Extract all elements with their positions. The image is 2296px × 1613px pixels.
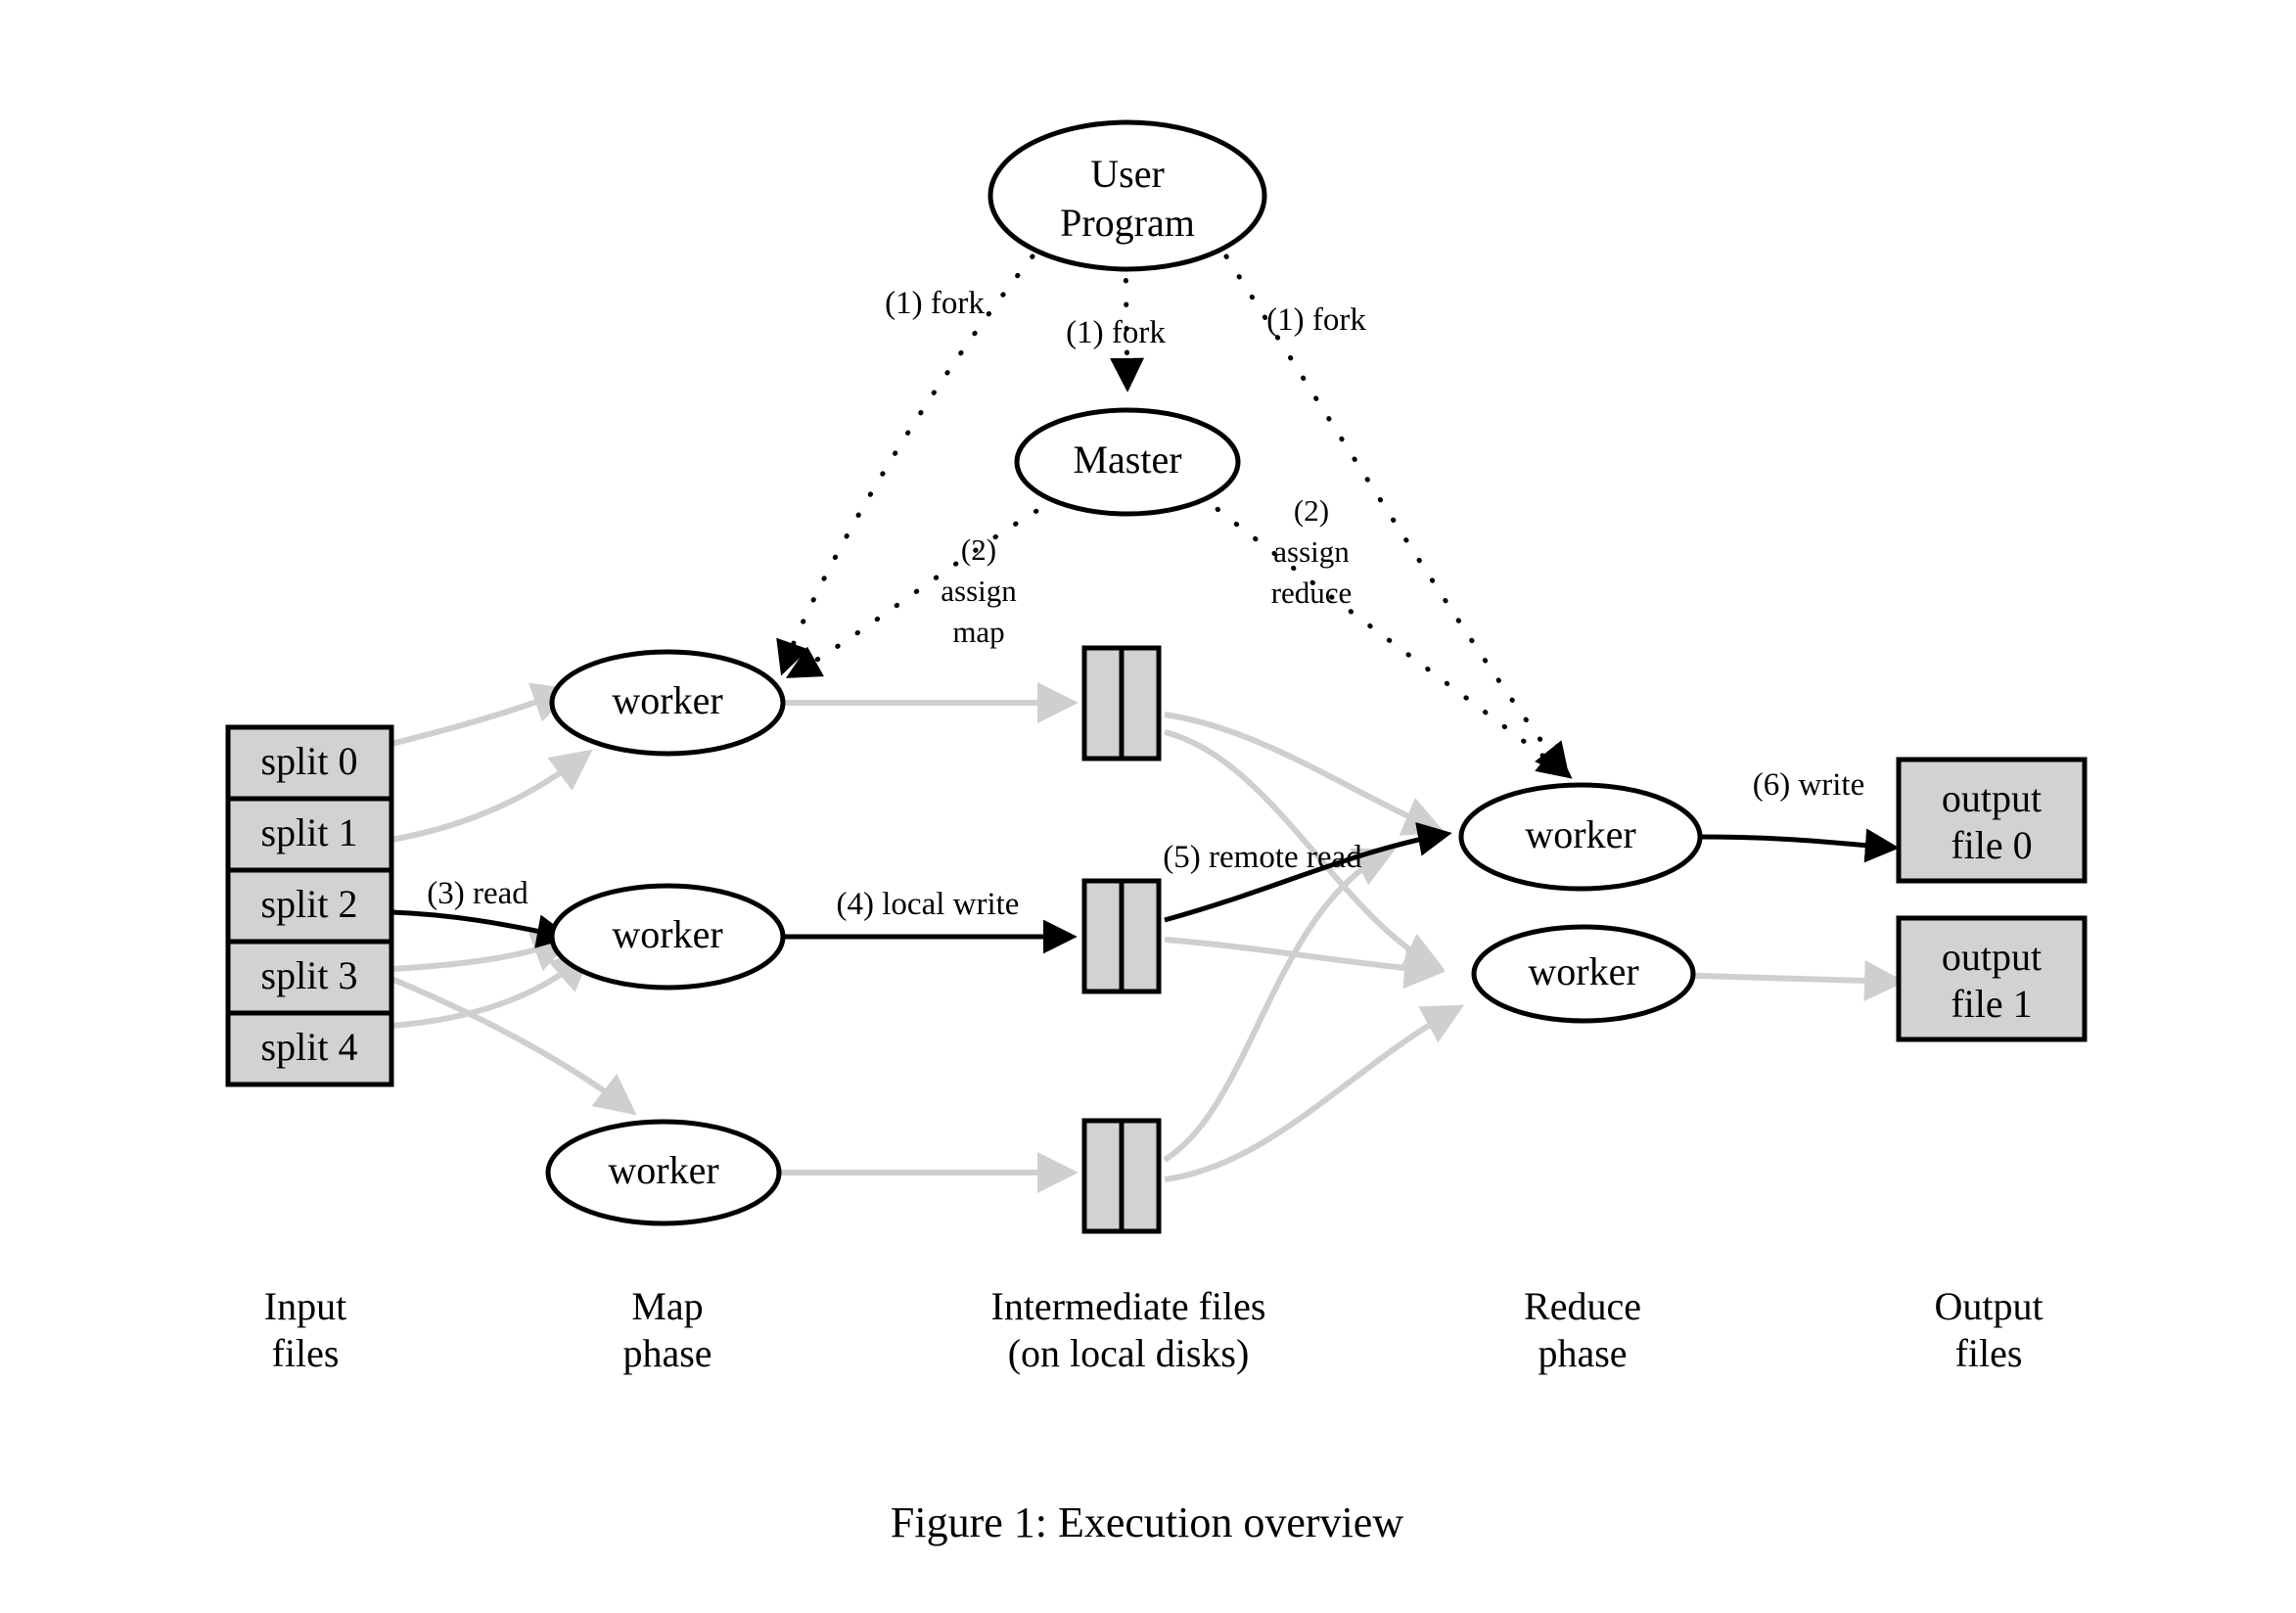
master-node[interactable] (1014, 407, 1241, 517)
edge-intermediate-1-to-reduce-worker-2 (1164, 729, 1446, 971)
edge-assign-reduce-master-to-reduce-worker-1 (1196, 491, 1573, 779)
edge-label-fork-center: (1) fork (1066, 315, 1166, 350)
column-label-input-line2: files (272, 1331, 340, 1375)
input-split-box-1[interactable] (225, 796, 394, 873)
user-program-label-line1: User (1090, 152, 1165, 196)
user-program-label-line2: Program (1060, 201, 1195, 245)
edge-fork-user-program-to-master (1110, 253, 1145, 392)
edge-label-assign-map-line3: map (952, 615, 1004, 649)
reduce-worker-node-1[interactable] (1458, 782, 1703, 892)
input-split-label-1: split 1 (261, 810, 358, 854)
map-worker-label-1: worker (612, 678, 722, 722)
edge-label-fork-left: (1) fork (885, 286, 985, 321)
input-split-label-2: split 2 (261, 882, 358, 926)
column-label-output-line1: Output (1934, 1284, 2043, 1328)
edge-fork-user-program-to-reduce-worker-1 (1223, 253, 1570, 778)
column-label-map-line2: phase (622, 1331, 712, 1375)
column-label-reduce-line2: phase (1538, 1331, 1627, 1375)
input-split-label-3: split 3 (261, 953, 358, 997)
map-worker-node-1[interactable] (549, 649, 786, 757)
output-files-group: output file 0 output file 1 (1896, 757, 2088, 1042)
intermediate-files-group (1081, 645, 1162, 1234)
map-worker-node-3[interactable] (545, 1119, 782, 1226)
column-label-intermediate-line2: (on local disks) (1008, 1331, 1250, 1375)
output-file-box-1[interactable] (1896, 915, 2088, 1042)
user-program-node[interactable] (987, 119, 1267, 272)
column-label-output-line2: files (1955, 1331, 2023, 1375)
edge-label-assign-reduce-line1: (2) (1294, 493, 1329, 528)
figure-caption: Figure 1: Execution overview (891, 1498, 1403, 1546)
column-label-map-line1: Map (631, 1284, 703, 1328)
edge-intermediate-3-to-reduce-worker-2 (1164, 1004, 1465, 1182)
input-split-box-3[interactable] (225, 939, 394, 1016)
map-worker-label-3: worker (608, 1148, 718, 1192)
input-split-label-0: split 0 (261, 739, 358, 783)
edge-label-assign-reduce-line2: assign (1273, 534, 1350, 569)
reduce-worker-node-2[interactable] (1471, 924, 1696, 1024)
output-file-label-0-line2: file 0 (1951, 823, 2032, 867)
reduce-worker-label-2: worker (1528, 949, 1638, 993)
edge-label-assign-reduce-line3: reduce (1271, 576, 1353, 610)
edge-label-fork-right: (1) fork (1266, 302, 1366, 338)
edge-label-read: (3) read (427, 876, 528, 911)
column-label-input-line1: Input (264, 1284, 346, 1328)
edge-intermediate-1-to-reduce-worker-1 (1164, 712, 1446, 836)
output-file-box-0[interactable] (1896, 757, 2088, 884)
map-worker-node-2[interactable] (549, 883, 786, 991)
column-label-intermediate-line1: Intermediate files (991, 1284, 1266, 1328)
edge-label-write: (6) write (1753, 767, 1865, 803)
edge-intermediate-2-remote-read-to-reduce-worker-1 (1164, 822, 1452, 923)
edge-intermediate-2-to-reduce-worker-2 (1164, 937, 1446, 990)
edge-intermediate-3-to-reduce-worker-1 (1163, 848, 1397, 1163)
input-split-label-4: split 4 (261, 1025, 358, 1069)
input-splits-group: split 0 split 1 split 2 split 3 split 4 (225, 724, 394, 1087)
edge-split3-to-map-worker-2 (390, 932, 574, 972)
edge-reduce-worker-1-write-to-output-file-0 (1697, 828, 1900, 863)
input-split-box-0[interactable] (225, 724, 394, 802)
edge-split4-to-map-worker-3 (390, 976, 637, 1116)
edge-label-assign-map-line1: (2) (961, 532, 996, 567)
column-label-reduce-line1: Reduce (1524, 1284, 1641, 1328)
output-file-label-1-line2: file 1 (1951, 982, 2032, 1026)
edge-label-assign-map-line2: assign (941, 574, 1017, 608)
edge-split2-read-to-map-worker-2 (390, 909, 572, 948)
map-worker-label-2: worker (612, 912, 722, 956)
edge-label-remote-read: (5) remote read (1163, 840, 1362, 875)
input-split-box-4[interactable] (225, 1010, 394, 1087)
output-file-label-1-line1: output (1942, 935, 2042, 979)
edge-assign-map-master-to-map-worker-1 (785, 496, 1060, 678)
output-file-label-0-line1: output (1942, 776, 2042, 820)
input-split-box-2[interactable] (225, 867, 394, 945)
reduce-worker-label-1: worker (1525, 812, 1635, 856)
master-label: Master (1073, 438, 1181, 482)
edge-split0-to-map-worker-1 (390, 682, 574, 747)
edge-label-local-write: (4) local write (837, 887, 1020, 922)
edge-split1-to-map-worker-1 (390, 749, 593, 843)
